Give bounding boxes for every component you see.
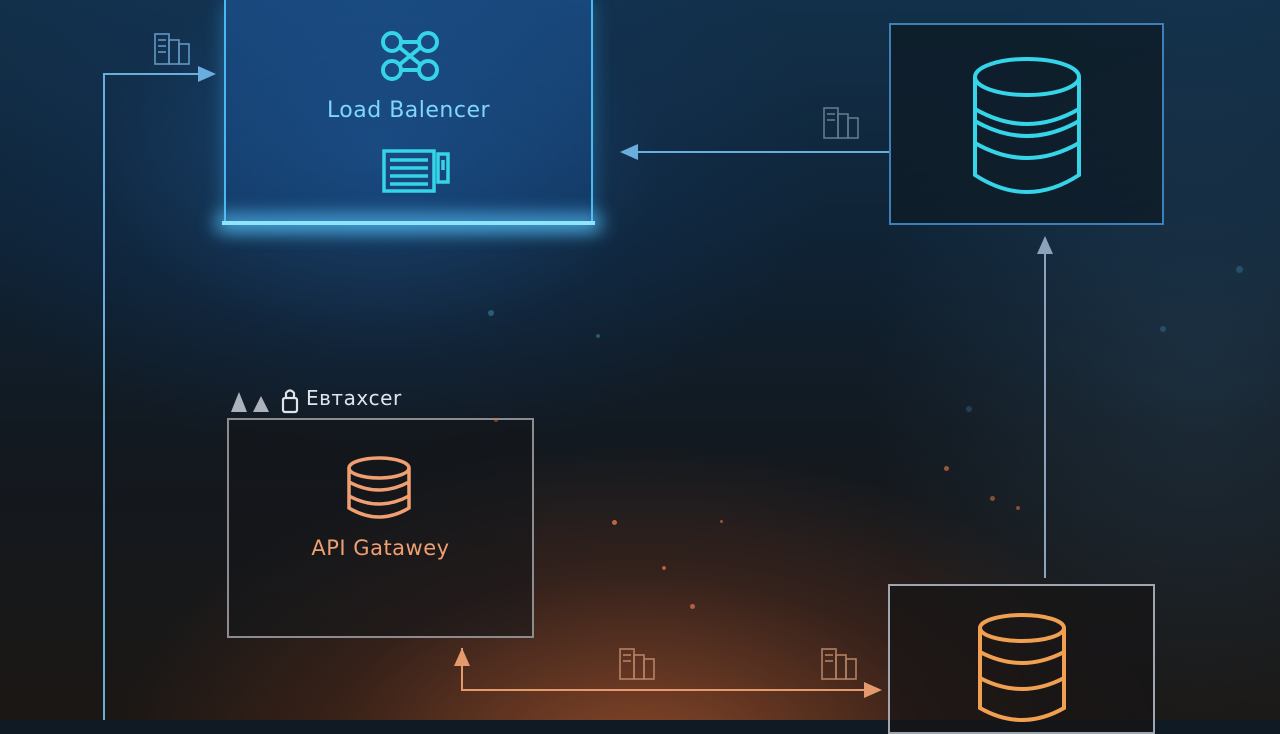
particle [494,418,498,422]
database-node-top[interactable] [889,23,1164,225]
particle [1160,326,1166,332]
network-nodes-icon [381,31,439,81]
database-icon [347,456,411,519]
server-rack-icon [382,149,450,193]
database-icon [978,613,1066,722]
database-icon [973,57,1081,194]
load-balancer-glow [222,221,595,225]
particle [944,466,949,471]
warning-lock-icons [231,389,299,414]
connector-left-to-load-balancer [103,66,216,720]
load-balancer-label: Load Balencer [326,98,491,123]
api-gateway-label: API Gatawey [311,536,450,560]
api-gateway-node[interactable]: API Gatawey [227,418,534,638]
particle [966,406,972,412]
document-stack-icon [821,648,857,680]
database-node-bottom[interactable] [888,584,1155,734]
connector-api-to-db-bottom [461,648,882,698]
document-stack-icon [619,648,655,680]
particle [1016,506,1020,510]
particle [662,566,666,570]
particle [596,334,600,338]
external-label: Εвтахсеr [306,386,402,410]
particle [612,520,617,525]
particle [720,520,723,523]
document-stack-icon [154,33,190,65]
document-stack-icon [823,107,859,139]
particle [690,604,695,609]
particle [1236,266,1243,273]
load-balancer-node[interactable]: Load Balencer [222,0,595,225]
particle [488,310,494,316]
particle [990,496,995,501]
